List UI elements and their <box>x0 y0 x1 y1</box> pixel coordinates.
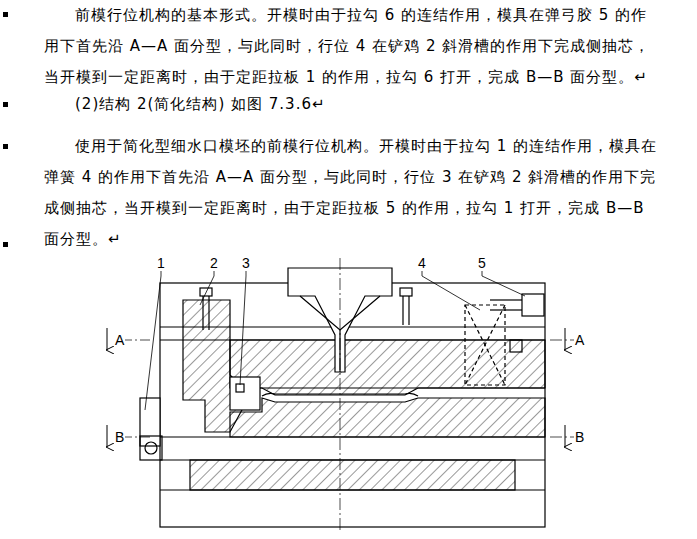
paragraph: 前模行位机构的基本形式。开模时由于拉勾 6 的连结作用，模具在弹弓胶 5 的作用… <box>44 0 659 93</box>
section-label: B <box>114 429 125 445</box>
section-label: A <box>574 332 585 348</box>
callout-number: 1 <box>156 255 166 271</box>
paragraph: 使用于简化型细水口模坯的前模行位机构。开模时由于拉勾 1 的连结作用，模具在弹簧… <box>44 131 659 255</box>
callout-number: 4 <box>417 255 427 271</box>
section-label: B <box>574 429 585 445</box>
bullets <box>3 12 8 247</box>
callout-number: 2 <box>209 255 219 271</box>
callout-number: 3 <box>241 255 251 271</box>
callout-number: 5 <box>477 255 487 271</box>
paragraph: (2)结构 2(简化结构) 如图 7.3.6↵ <box>44 89 659 120</box>
section-label: A <box>114 332 125 348</box>
